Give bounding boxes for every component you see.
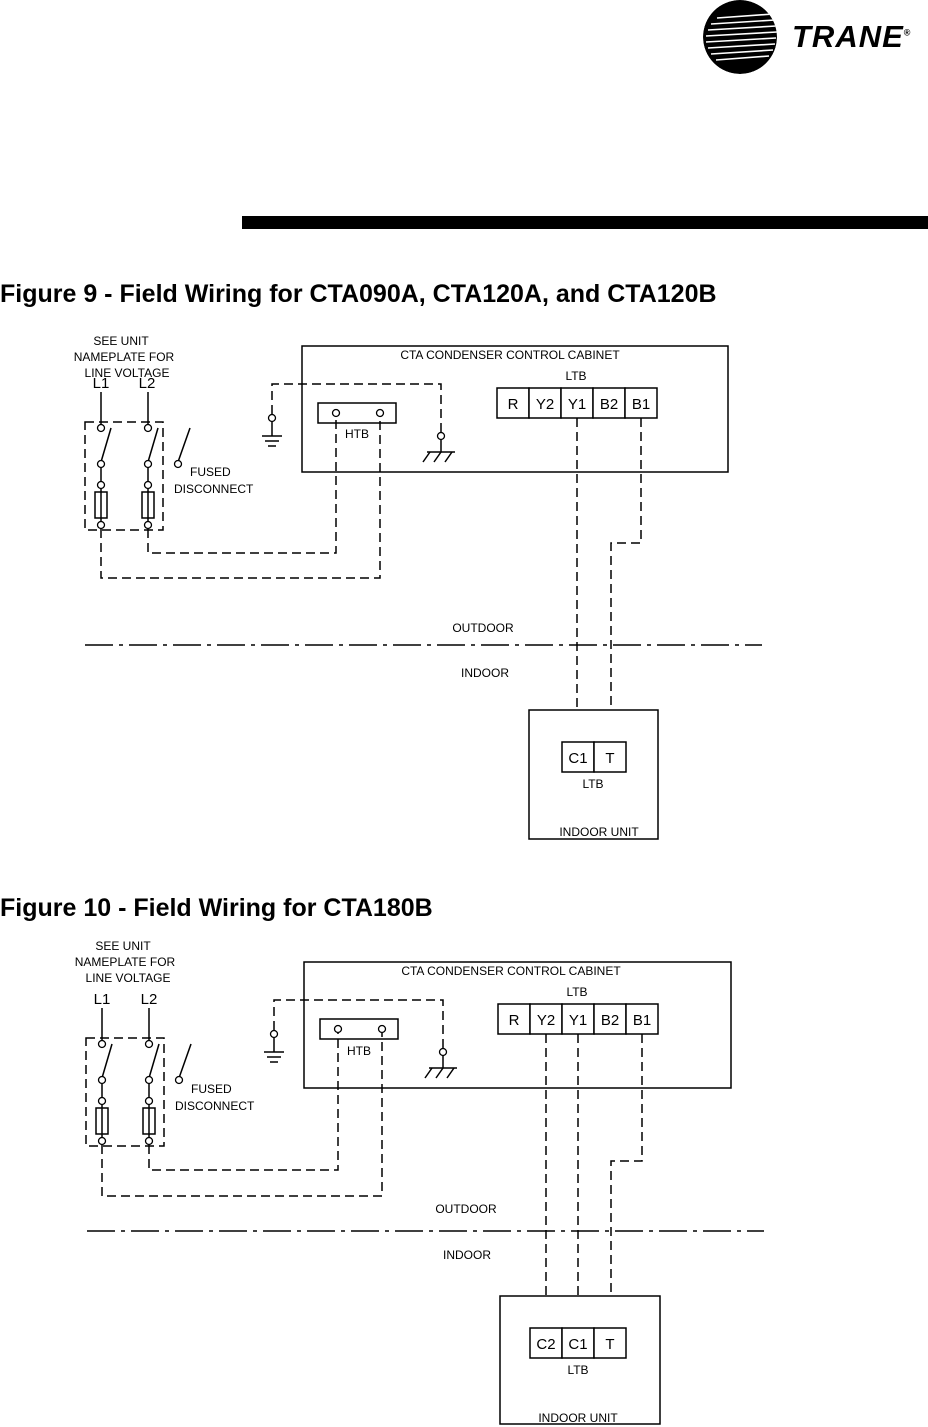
htb-label: HTB (345, 427, 369, 441)
l2-label: L2 (139, 375, 156, 392)
ltb-terminal-strip: R Y2 Y1 B2 B1 (497, 1003, 659, 1035)
ltb-terminal-strip: R Y2 Y1 B2 B1 (496, 387, 658, 419)
nameplate-note-line1: SEE UNIT (93, 334, 149, 348)
chassis-ground-icon (422, 438, 455, 463)
l2-label: L2 (141, 991, 158, 1008)
ground-icon (262, 420, 282, 447)
indoor-ltb-terminal: C2 (536, 1336, 555, 1353)
indoor-ltb-label: LTB (567, 1363, 588, 1377)
indoor-ltb-terminal: C1 (568, 750, 587, 767)
nameplate-note-line2: NAMEPLATE FOR (75, 955, 176, 969)
trane-logo-icon (703, 0, 777, 74)
indoor-unit-box (528, 709, 659, 840)
ltb-terminal: Y1 (569, 1012, 587, 1029)
ltb-terminal: B2 (600, 396, 618, 413)
fused-label-line2: DISCONNECT (174, 482, 254, 496)
indoor-label: INDOOR (443, 1248, 491, 1262)
nameplate-note-line3: LINE VOLTAGE (85, 366, 170, 380)
ltb-terminal: R (509, 1012, 520, 1029)
indoor-unit-label: INDOOR UNIT (538, 1411, 618, 1425)
htb-terminal-block (319, 1018, 399, 1040)
ltb-terminal: Y1 (568, 396, 586, 413)
figure-10-title: Figure 10 - Field Wiring for CTA180B (0, 894, 433, 922)
ltb-terminal: Y2 (537, 1012, 555, 1029)
htb-terminal-block (317, 402, 397, 424)
ltb-terminal: B1 (632, 396, 650, 413)
nameplate-note-line2: NAMEPLATE FOR (74, 350, 175, 364)
trane-logo-text: TRANE® (792, 19, 912, 54)
ltb-label: LTB (565, 369, 586, 383)
fused-label-line1: FUSED (191, 1082, 232, 1096)
ltb-terminal: R (508, 396, 519, 413)
figure-9-title: Figure 9 - Field Wiring for CTA090A, CTA… (0, 280, 717, 308)
ltb-terminal: B1 (633, 1012, 651, 1029)
indoor-label: INDOOR (461, 666, 509, 680)
outdoor-label: OUTDOOR (435, 1202, 497, 1216)
fused-disconnect-symbol (85, 1008, 192, 1147)
ltb-label: LTB (566, 985, 587, 999)
cabinet-label: CTA CONDENSER CONTROL CABINET (401, 964, 621, 978)
indoor-ltb-terminal: C1 (568, 1336, 587, 1353)
ground-icon (264, 1036, 284, 1063)
l1-label: L1 (94, 991, 111, 1008)
indoor-ltb-terminal-strip: C1 T (561, 741, 627, 773)
nameplate-note-line3: LINE VOLTAGE (86, 971, 171, 985)
indoor-unit-label: INDOOR UNIT (559, 825, 639, 839)
indoor-ltb-terminal-strip: C2 C1 T (529, 1327, 627, 1359)
indoor-ltb-terminal: T (605, 1336, 614, 1353)
fused-disconnect-symbol (84, 392, 191, 531)
fused-label-line2: DISCONNECT (175, 1099, 255, 1113)
cabinet-label: CTA CONDENSER CONTROL CABINET (400, 348, 620, 362)
fused-label-line1: FUSED (190, 465, 231, 479)
l1-label: L1 (93, 375, 110, 392)
ltb-terminal: B2 (601, 1012, 619, 1029)
chassis-ground-icon (424, 1054, 457, 1079)
indoor-ltb-terminal: T (605, 750, 614, 767)
figure-9-wiring-diagram: SEE UNIT NAMEPLATE FOR LINE VOLTAGE L1 L… (74, 334, 762, 840)
header-rule (242, 216, 928, 229)
ltb-terminal: Y2 (536, 396, 554, 413)
outdoor-label: OUTDOOR (452, 621, 514, 635)
indoor-unit-box (499, 1295, 661, 1425)
nameplate-note-line1: SEE UNIT (95, 939, 151, 953)
figure-10-wiring-diagram: SEE UNIT NAMEPLATE FOR LINE VOLTAGE L1 L… (75, 939, 764, 1425)
htb-label: HTB (347, 1044, 371, 1058)
indoor-ltb-label: LTB (582, 777, 603, 791)
